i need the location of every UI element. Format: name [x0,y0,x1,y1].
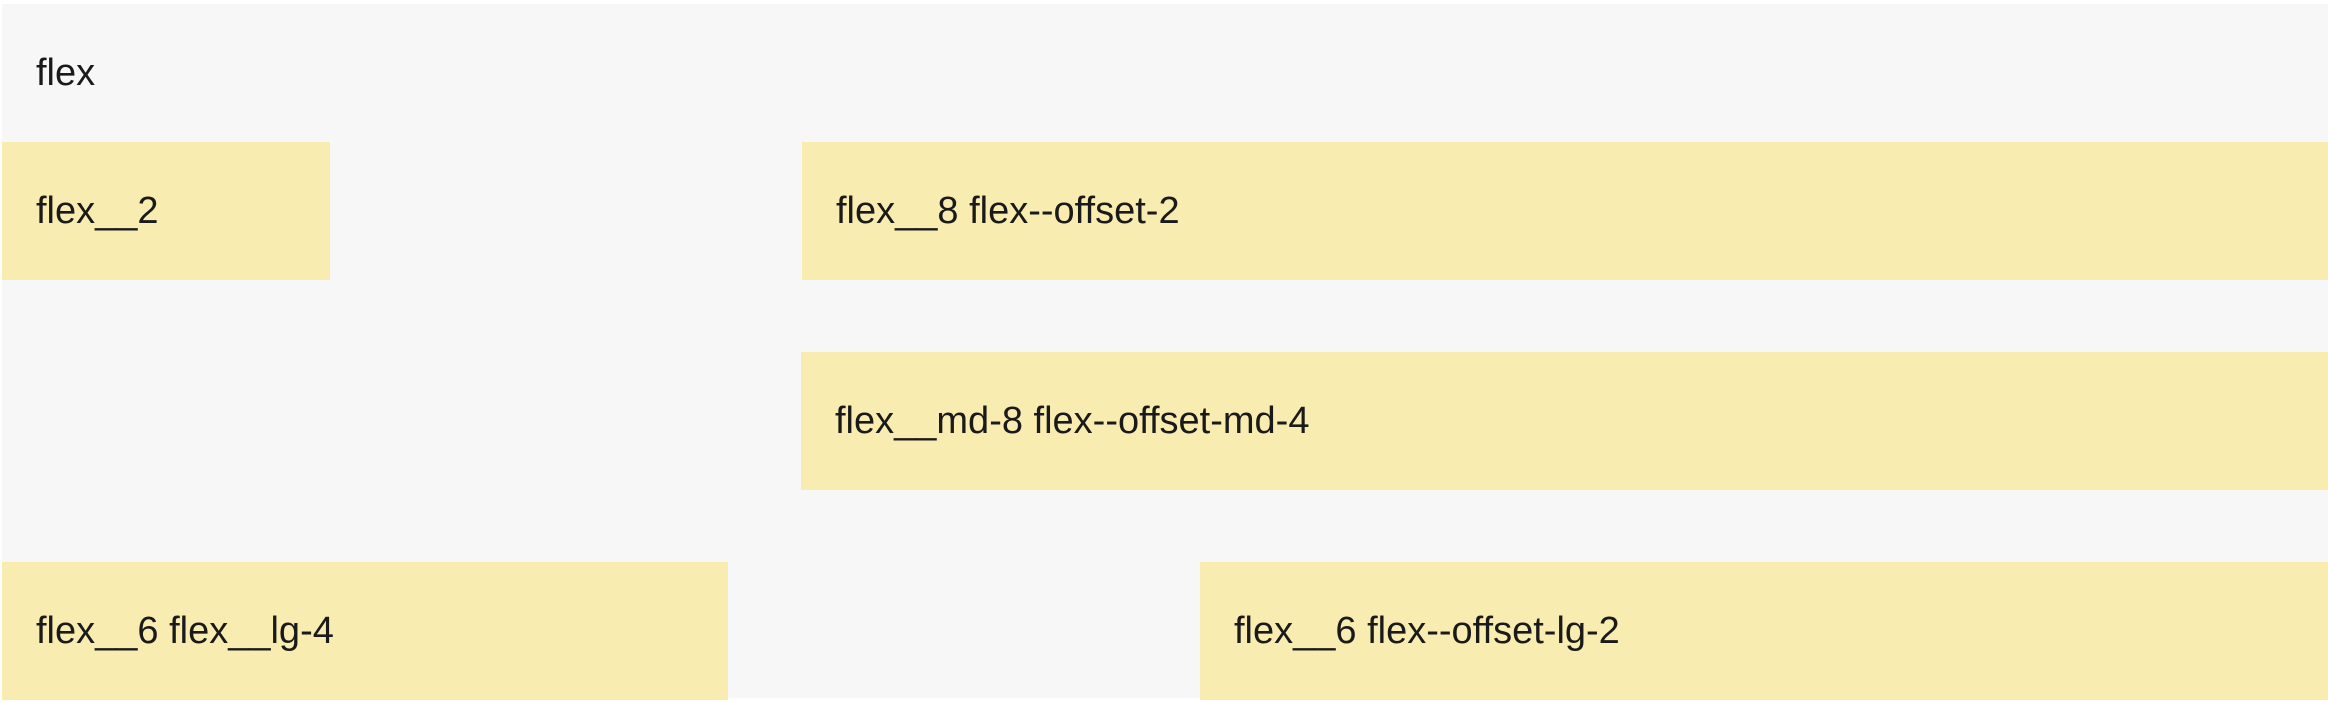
flex-block-label: flex [36,52,96,94]
flex-8-offset-2-block: flex__8 flex--offset-2 [802,142,2328,280]
flex-md-8-offset-md-4-block: flex__md-8 flex--offset-md-4 [801,352,2328,490]
flex-8-offset-2-block-label: flex__8 flex--offset-2 [836,190,1180,232]
flex-6-lg-4-block: flex__6 flex__lg-4 [2,562,728,700]
flex-6-lg-4-block-label: flex__6 flex__lg-4 [36,610,334,652]
flex-6-offset-lg-2-block: flex__6 flex--offset-lg-2 [1200,562,2328,700]
flex-2-block-label: flex__2 [36,190,159,232]
flex-md-8-offset-md-4-block-label: flex__md-8 flex--offset-md-4 [835,400,1310,442]
flex-6-offset-lg-2-block-label: flex__6 flex--offset-lg-2 [1234,610,1620,652]
flex-2-block: flex__2 [2,142,330,280]
flex-demo-container: flex flex__2 flex__8 flex--offset-2 flex… [2,4,2328,700]
flex-block: flex [2,4,2328,142]
